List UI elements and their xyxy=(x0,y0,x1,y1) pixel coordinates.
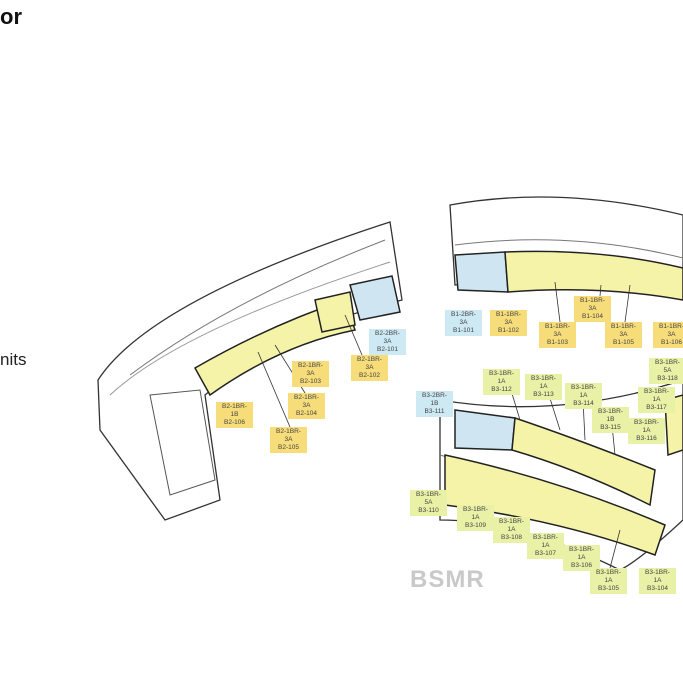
unit-type: B3-1BR-1A xyxy=(531,375,556,390)
building-b3-plan xyxy=(439,379,683,571)
unit-number: B1-102 xyxy=(498,327,519,334)
building-b2-plan xyxy=(97,221,403,521)
unit-number: B2-106 xyxy=(224,419,245,426)
unit-number: B3-105 xyxy=(598,585,619,592)
unit-number: B3-118 xyxy=(657,375,678,382)
unit-number: B1-105 xyxy=(613,339,634,346)
unit-type: B2-1BR-3A xyxy=(298,362,323,377)
unit-number: B3-109 xyxy=(465,522,486,529)
unit-type: B3-1BR-1A xyxy=(645,569,670,584)
unit-type: B3-1BR-1A xyxy=(569,546,594,561)
unit-type: B2-1BR-1B xyxy=(222,403,247,418)
unit-number: B3-104 xyxy=(647,585,668,592)
unit-number: B1-103 xyxy=(547,339,568,346)
unit-type: B3-2BR-1B xyxy=(422,392,447,407)
unit-type: B3-1BR-1A xyxy=(596,569,621,584)
side-text: nits xyxy=(0,350,27,369)
unit-number: B3-117 xyxy=(646,404,667,411)
unit-type: B1-2BR-3A xyxy=(451,311,476,326)
unit-number: B3-110 xyxy=(418,507,439,514)
unit-type: B3-1BR-5A xyxy=(416,491,441,506)
unit-number: B3-115 xyxy=(600,424,621,431)
unit-type: B1-1BR-3A xyxy=(545,323,570,338)
unit-type: B2-1BR-3A xyxy=(357,356,382,371)
unit-number: B2-101 xyxy=(377,346,398,353)
unit-type: B2-1BR-3A xyxy=(276,428,301,443)
unit-type: B2-1BR-3A xyxy=(294,394,319,409)
unit-number: B3-112 xyxy=(491,386,512,393)
unit-type: B3-1BR-1B xyxy=(598,408,623,423)
unit-number: B2-104 xyxy=(296,410,317,417)
unit-type: B3-1BR-1A xyxy=(499,518,524,533)
unit-type: B3-1BR-1A xyxy=(634,419,659,434)
unit-type: B3-1BR-1A xyxy=(489,370,514,385)
unit-number: B3-113 xyxy=(533,391,554,398)
unit-type: B1-1BR-3A xyxy=(580,297,605,312)
unit-type: B1-1BR-3A xyxy=(496,311,521,326)
building-b1-plan xyxy=(449,196,683,301)
unit-number: B2-103 xyxy=(300,378,321,385)
unit-type: B3-1BR-1A xyxy=(463,506,488,521)
unit-number: B1-101 xyxy=(453,327,474,334)
unit-number: B3-108 xyxy=(501,534,522,541)
unit-number: B3-114 xyxy=(573,400,594,407)
unit-type: B1-1BR-3A xyxy=(659,323,683,338)
unit-number: B3-111 xyxy=(424,408,445,415)
unit-type: B3-1BR-1A xyxy=(644,388,669,403)
unit-number: B3-116 xyxy=(636,435,657,442)
unit-number: B3-106 xyxy=(571,562,592,569)
unit-number: B1-106 xyxy=(661,339,682,346)
unit-type: B1-1BR-3A xyxy=(611,323,636,338)
unit-type: B3-1BR-1A xyxy=(571,384,596,399)
unit-number: B3-107 xyxy=(535,550,556,557)
unit-type: B2-2BR-3A xyxy=(375,330,400,345)
watermark: BSMR xyxy=(410,566,485,593)
slide-title: or xyxy=(0,4,22,29)
unit-type: B3-1BR-1A xyxy=(533,534,558,549)
leader-lines xyxy=(257,281,631,569)
unit-number: B1-104 xyxy=(582,313,603,320)
unit-number: B2-102 xyxy=(359,372,380,379)
unit-number: B2-105 xyxy=(278,444,299,451)
unit-type: B3-1BR-5A xyxy=(655,359,680,374)
